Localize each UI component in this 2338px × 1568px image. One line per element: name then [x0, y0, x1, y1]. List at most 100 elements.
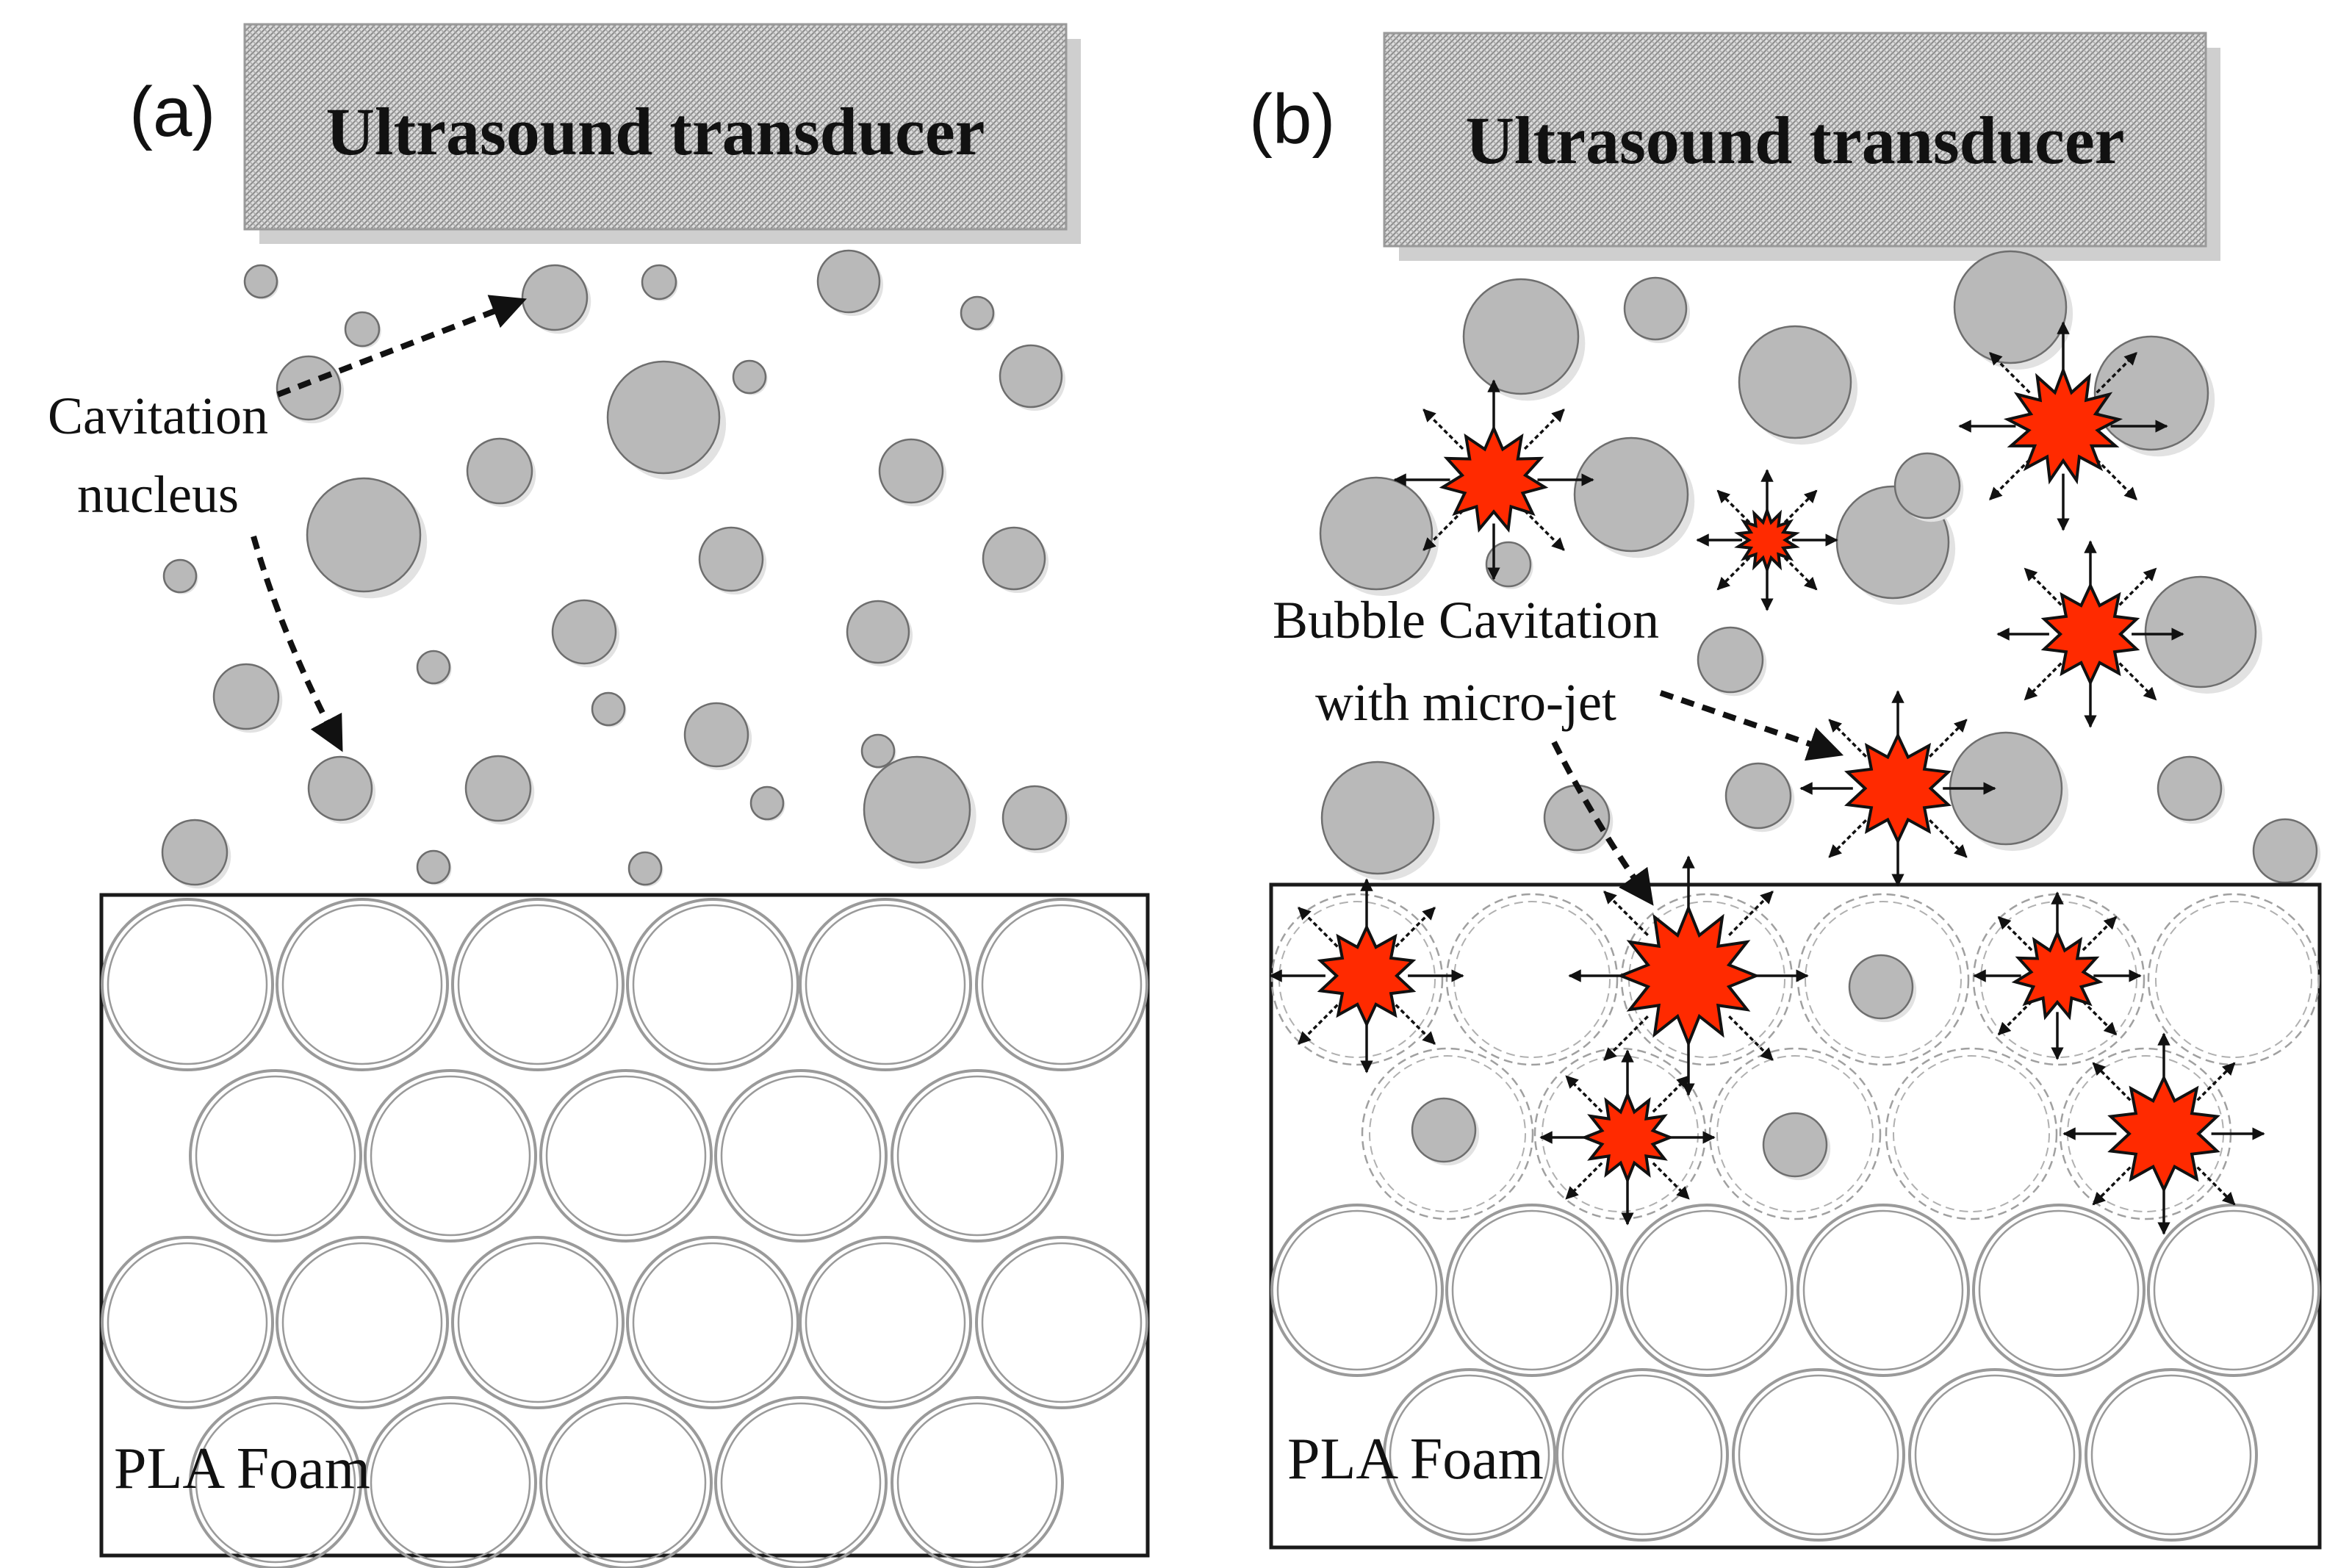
foam-cell	[799, 1236, 972, 1409]
burst-star	[1439, 424, 1549, 533]
foam-cell	[276, 1236, 449, 1409]
bubble	[2144, 575, 2262, 694]
foam-cell	[891, 1396, 1064, 1568]
bubble	[749, 785, 785, 821]
bubble	[606, 360, 727, 481]
bubble-body	[344, 311, 381, 348]
burst	[1696, 469, 1838, 611]
jet-arrow	[2082, 916, 2118, 952]
foam-cell-inner	[545, 1075, 707, 1237]
bubble-body	[591, 691, 626, 727]
collapsed-cell-inner	[1893, 1055, 2050, 1212]
burst-star	[2003, 366, 2123, 485]
foam-cell-inner	[545, 1402, 707, 1564]
bubble	[2093, 335, 2215, 457]
foam-cell	[1383, 1368, 1556, 1542]
jet-arrow	[1652, 1075, 1690, 1113]
collapsed-cell	[1445, 893, 1619, 1066]
bubble	[306, 477, 428, 599]
foam-cell-inner	[1802, 1209, 1964, 1371]
foam-cell-inner	[195, 1402, 356, 1564]
bubble	[161, 819, 231, 889]
foam-cell	[101, 898, 274, 1071]
jet-arrow	[1728, 891, 1774, 936]
jet-arrow	[1728, 1015, 1774, 1061]
jet-arrow	[2024, 662, 2062, 701]
bubble	[1893, 452, 1964, 522]
foam-cell-inner	[2090, 1374, 2252, 1536]
foam-cell	[364, 1396, 537, 1568]
bubble	[466, 437, 536, 508]
bubble-body	[999, 344, 1063, 409]
bubbles-b	[1319, 250, 2321, 887]
foam-cell	[2085, 1368, 2258, 1542]
jet-arrow	[1989, 458, 2031, 500]
bubble-body	[698, 526, 764, 592]
jet-arrow	[1783, 556, 1818, 591]
bubble-body	[863, 755, 971, 864]
bubble-body	[878, 438, 944, 504]
burst	[1269, 878, 1464, 1073]
foam-cell	[714, 1396, 888, 1568]
foam-b-label: PLA Foam	[1287, 1427, 1544, 1492]
bubble-body	[982, 526, 1046, 591]
foam-cell	[714, 1069, 888, 1242]
bubble	[982, 526, 1049, 594]
foam-cell-inner	[195, 1075, 356, 1237]
bubble	[464, 755, 535, 825]
burst-star	[1844, 732, 1952, 845]
foam-cell	[975, 1236, 1148, 1409]
foam-b-frame	[1269, 882, 2322, 1550]
foam-cell	[799, 898, 972, 1071]
foam-b: PLA Foam	[1269, 882, 2322, 1550]
bubble	[1411, 1097, 1480, 1166]
bubble	[641, 264, 678, 301]
burst-star	[1580, 1090, 1675, 1184]
jet-arrow	[1603, 891, 1649, 936]
transducer-a: Ultrasound transducer	[243, 23, 1081, 244]
foam-cell	[1620, 1204, 1794, 1377]
jet-arrow	[1395, 907, 1436, 948]
foam-cell-inner	[457, 904, 619, 1065]
bubble	[521, 264, 591, 334]
jet-arrow	[1523, 409, 1565, 450]
burst	[1799, 690, 1996, 887]
burst-star	[1317, 924, 1417, 1028]
bubble	[846, 600, 913, 667]
foam-cell	[975, 898, 1148, 1071]
jet-arrow	[1929, 819, 1968, 858]
bubble-body	[606, 360, 721, 475]
foam-cell	[891, 1069, 1064, 1242]
bubble-body	[1411, 1097, 1477, 1163]
foam-cell	[1796, 1204, 1970, 1377]
bubble-body	[2157, 755, 2223, 821]
foam-cell	[1908, 1368, 2082, 1542]
bubble-body	[307, 755, 373, 821]
bubble-body	[416, 849, 451, 885]
burst	[1958, 321, 2168, 531]
annotation-a-line2: nucleus	[77, 465, 239, 524]
bubble-body	[1543, 784, 1611, 852]
bubble-body	[1762, 1112, 1828, 1178]
bubble-body	[1573, 436, 1689, 553]
bubble-body	[521, 264, 589, 331]
jet-arrow	[2196, 1062, 2236, 1101]
foam-cell-inner	[281, 904, 443, 1065]
bubble-body	[1953, 250, 2068, 364]
bubble	[1949, 731, 2069, 852]
bubble-body	[243, 264, 278, 299]
foam-cell-inner	[1451, 1209, 1613, 1371]
burst	[1539, 1049, 1716, 1226]
jet-arrow	[1997, 1000, 2033, 1036]
bubble	[732, 359, 768, 395]
bubble	[243, 264, 279, 300]
bubble-body	[1738, 325, 1852, 439]
foam-a-frame	[99, 893, 1150, 1558]
bubble	[416, 650, 452, 686]
collapsed-cell	[1885, 1047, 2058, 1220]
foam-cell-inner	[1389, 1374, 1550, 1536]
bubble-body	[749, 785, 785, 821]
bubble-body	[212, 663, 280, 730]
foam-cell	[189, 1396, 362, 1568]
bubble	[860, 733, 896, 769]
